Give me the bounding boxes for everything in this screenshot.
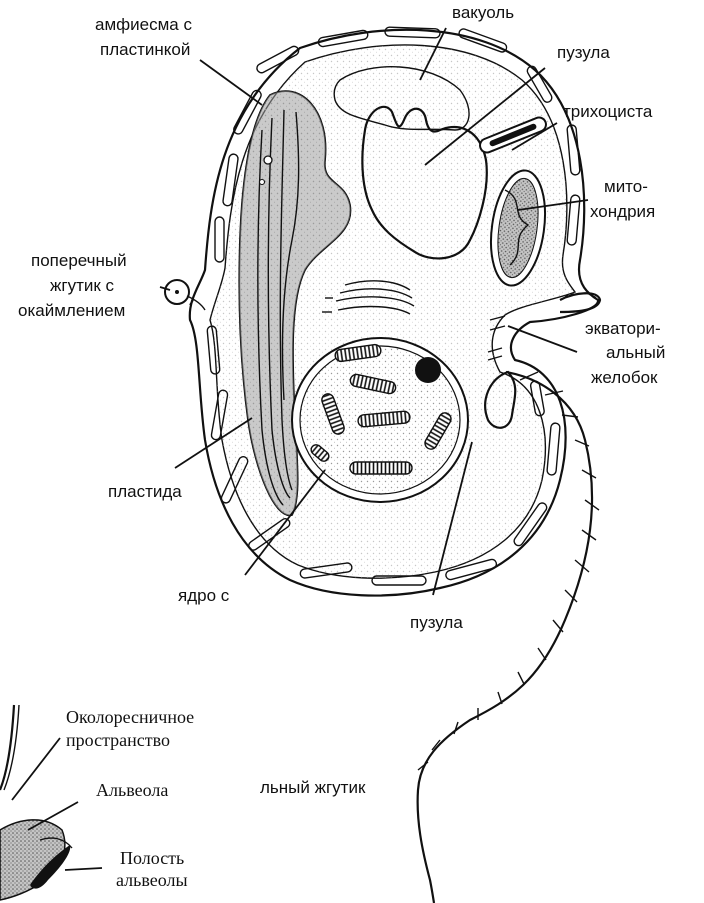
label-pusule-bottom: пузула	[410, 613, 463, 632]
label-vacuole: вакуоль	[452, 3, 514, 22]
label-plastid: пластида	[108, 482, 182, 501]
cilium-inset	[0, 705, 72, 900]
label-longitudinal-flagellum: льный жгутик	[260, 778, 366, 797]
label-transverse-flagellum-2: жгутик с	[50, 276, 115, 295]
label-nucleus-1: ядро с	[178, 586, 230, 605]
label-amphiesma-2: пластинкой	[100, 40, 190, 59]
label-alveola-cavity-2: альвеолы	[116, 870, 188, 890]
label-alveola-cavity-1: Полость	[120, 848, 184, 868]
label-amphiesma-1: амфиесма с	[95, 15, 192, 34]
label-mitochondria-2: хондрия	[590, 202, 655, 221]
cell-body	[165, 27, 600, 596]
label-equatorial-groove-2: альный	[606, 343, 665, 362]
nucleolus	[415, 357, 441, 383]
label-transverse-flagellum-3: окаймлением	[18, 301, 125, 320]
label-trichocyst: трихоциста	[563, 102, 653, 121]
label-periciliary-space-2: пространство	[66, 730, 170, 750]
label-mitochondria-1: мито-	[604, 177, 648, 196]
label-pusule-top: пузула	[557, 43, 610, 62]
label-equatorial-groove-1: экватори-	[585, 319, 661, 338]
label-equatorial-groove-3: желобок	[591, 368, 658, 387]
label-alveola: Альвеола	[96, 780, 168, 800]
label-transverse-flagellum-1: поперечный	[31, 251, 127, 270]
label-periciliary-space-1: Околоресничное	[66, 707, 194, 727]
